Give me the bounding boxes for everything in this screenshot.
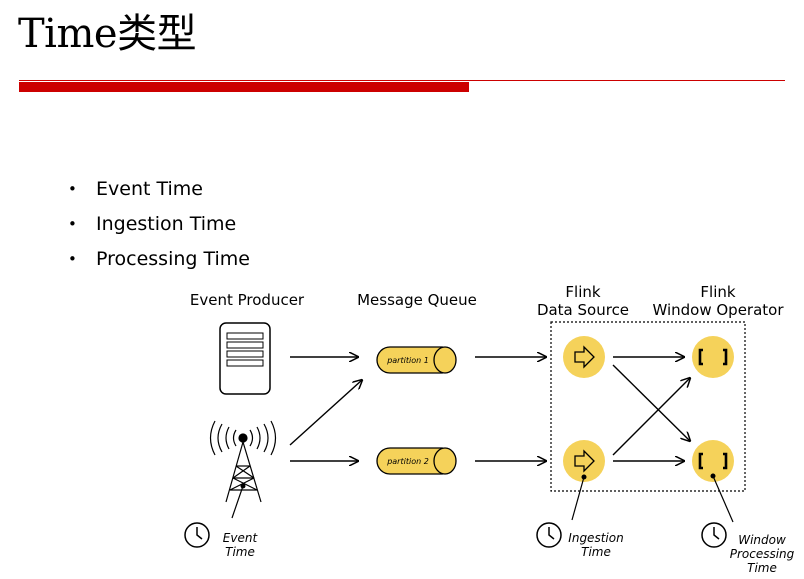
- antenna-tower-icon: [209, 420, 277, 503]
- partition-1-label: partition 1: [386, 356, 429, 365]
- ingestion-time-dot: [581, 474, 587, 480]
- flink-job-boundary: [550, 321, 746, 492]
- flink-window-label-2: Window Operator: [652, 301, 784, 319]
- source-operator-1: [563, 336, 605, 378]
- bullet-item: • Ingestion Time: [68, 212, 250, 247]
- event-time-label-2: Time: [225, 545, 255, 559]
- flink-window-label-1: Flink: [700, 283, 735, 301]
- window-bracket-icon: [698, 452, 728, 470]
- bullet-text: Processing Time: [96, 248, 250, 270]
- bullet-text: Ingestion Time: [96, 213, 237, 235]
- window-operator-2: [692, 440, 734, 482]
- ingestion-time-label-1: Ingestion: [568, 531, 623, 545]
- flink-source-label-1: Flink: [565, 283, 600, 301]
- arrow-right-icon: [574, 345, 595, 369]
- bullet-text: Event Time: [96, 178, 203, 200]
- message-queue-label: Message Queue: [357, 291, 477, 309]
- page-title: Time类型: [18, 11, 197, 57]
- window-bracket-icon: [698, 348, 728, 366]
- clock-icon: [184, 522, 210, 548]
- bullet-dot-icon: •: [68, 250, 77, 268]
- ingestion-time-pointer: [571, 476, 585, 521]
- event-time-pointer: [231, 485, 244, 519]
- bullet-item: • Event Time: [68, 177, 250, 212]
- arrow-source1-to-window2: [612, 364, 690, 441]
- title-red-bar: [19, 82, 469, 92]
- bullet-dot-icon: •: [68, 215, 77, 233]
- arrow-tower-to-p1: [289, 380, 362, 446]
- bullet-item: • Processing Time: [68, 247, 250, 282]
- arrow-right-icon: [574, 449, 595, 473]
- server-icon: [219, 322, 271, 395]
- title-divider-line: [19, 80, 785, 81]
- window-time-label-1: Window: [738, 533, 786, 547]
- window-time-label-2: Processing: [730, 547, 795, 561]
- bullet-list: • Event Time • Ingestion Time • Processing …: [68, 177, 250, 282]
- window-time-label-3: Time: [747, 561, 777, 575]
- window-time-dot: [710, 473, 716, 479]
- arrow-source2-to-window1: [612, 378, 690, 456]
- source-operator-2: [563, 440, 605, 482]
- window-operator-1: [692, 336, 734, 378]
- partition-2-label: partition 2: [386, 457, 429, 466]
- flow-arrows: [289, 357, 690, 461]
- event-time-dot: [240, 483, 246, 489]
- partition-1: partition 1: [376, 346, 457, 374]
- bullet-dot-icon: •: [68, 180, 77, 198]
- clock-icon: [701, 522, 727, 548]
- event-time-label-1: Event: [223, 531, 259, 545]
- ingestion-time-label-2: Time: [581, 545, 611, 559]
- partition-2: partition 2: [376, 447, 457, 475]
- clock-icon: [536, 522, 562, 548]
- flink-source-label-2: Data Source: [537, 301, 629, 319]
- window-time-pointer: [712, 475, 734, 523]
- event-producer-label: Event Producer: [190, 291, 305, 309]
